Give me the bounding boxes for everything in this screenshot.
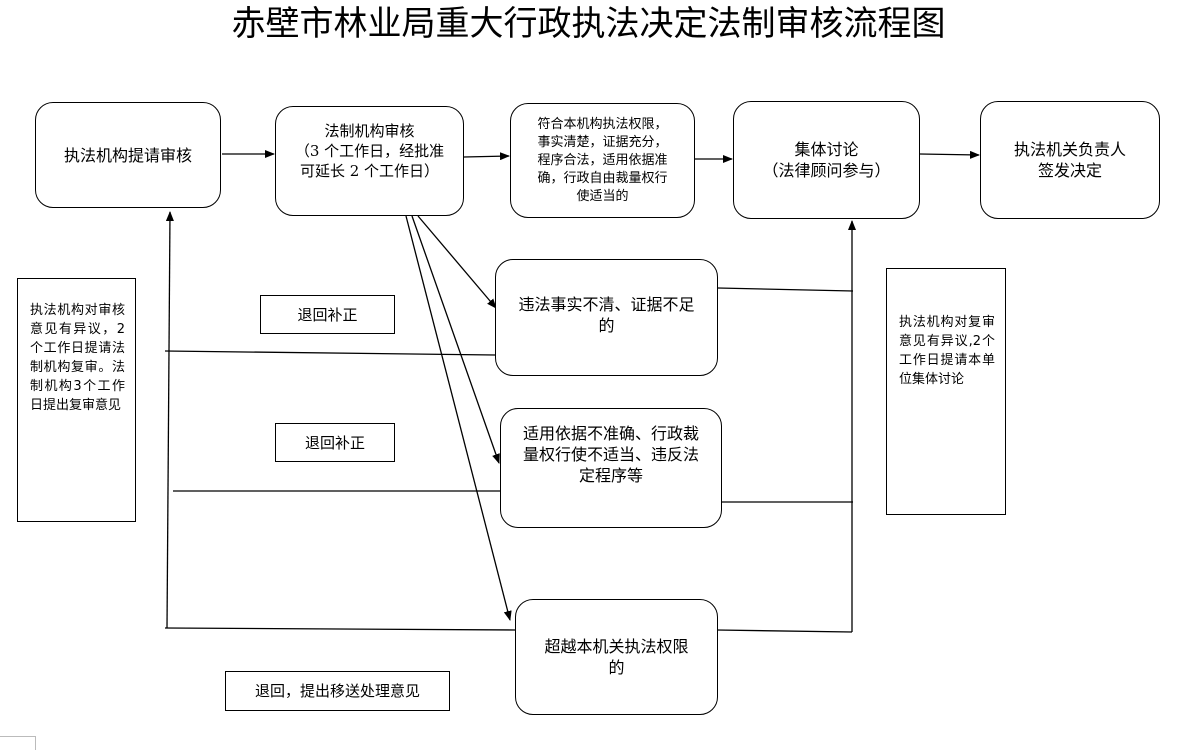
arrow-review-to-beyond-authority: [405, 215, 512, 621]
arrow-review-to-facts-unclear: [417, 215, 497, 309]
arrow-collective-to-decision: [919, 150, 980, 159]
node-legal-review-label: 法制机构审核 （3 个工作日，经批准 可延长 2 个工作日）: [294, 122, 445, 180]
node-conforms: 符合本机构执法权限， 事实清楚，证据充分， 程序合法，适用依据准 确，行政自由裁…: [510, 103, 695, 218]
note-right-collective-objection: 执法机构对复审意见有异议,2个工作日提请本单位集体讨论: [886, 268, 1006, 515]
node-basis-incorrect: 适用依据不准确、行政裁 量权行使不适当、违反法 定程序等: [500, 408, 722, 528]
arrow-review-to-basis-incorrect: [411, 215, 500, 464]
label-return-2: 退回补正: [275, 423, 395, 462]
node-basis-incorrect-label: 适用依据不准确、行政裁 量权行使不适当、违反法 定程序等: [522, 424, 699, 485]
note-left-review-objection: 执法机构对审核意见有异议，2个工作日提请法制机构复审。法制机构3个工作日提出复审…: [17, 278, 136, 522]
node-facts-unclear: 违法事实不清、证据不足 的: [495, 259, 718, 376]
node-beyond-authority-label: 超越本机关执法权限 的: [544, 637, 689, 677]
page-corner-mark: [0, 736, 36, 750]
node-legal-review: 法制机构审核 （3 个工作日，经批准 可延长 2 个工作日）: [275, 106, 464, 216]
node-head-decision: 执法机关负责人 签发决定: [980, 101, 1160, 219]
return-vertical-to-submit: [165, 211, 174, 629]
return-line-beyond: [164, 627, 517, 631]
node-collective-discussion: 集体讨论 （法律顾问参与）: [733, 101, 920, 219]
arrow-review-to-conforms: [463, 152, 510, 161]
line-facts-right: [717, 287, 854, 292]
node-conforms-label: 符合本机构执法权限， 事实清楚，证据充分， 程序合法，适用依据准 确，行政自由裁…: [537, 116, 668, 204]
node-submit-review: 执法机构提请审核: [35, 102, 221, 208]
label-return-transfer: 退回，提出移送处理意见: [225, 671, 450, 711]
node-head-decision-label: 执法机关负责人 签发决定: [1013, 140, 1126, 180]
node-submit-review-label: 执法机构提请审核: [63, 145, 192, 165]
line-beyond-right: [716, 629, 853, 633]
node-facts-unclear-label: 违法事实不清、证据不足 的: [518, 295, 695, 335]
node-collective-discussion-label: 集体讨论 （法律顾问参与）: [762, 140, 891, 180]
return-line-facts: [164, 350, 496, 356]
node-beyond-authority: 超越本机关执法权限 的: [515, 599, 718, 715]
page-title: 赤壁市林业局重大行政执法决定法制审核流程图: [231, 4, 946, 44]
label-return-1: 退回补正: [260, 295, 395, 334]
